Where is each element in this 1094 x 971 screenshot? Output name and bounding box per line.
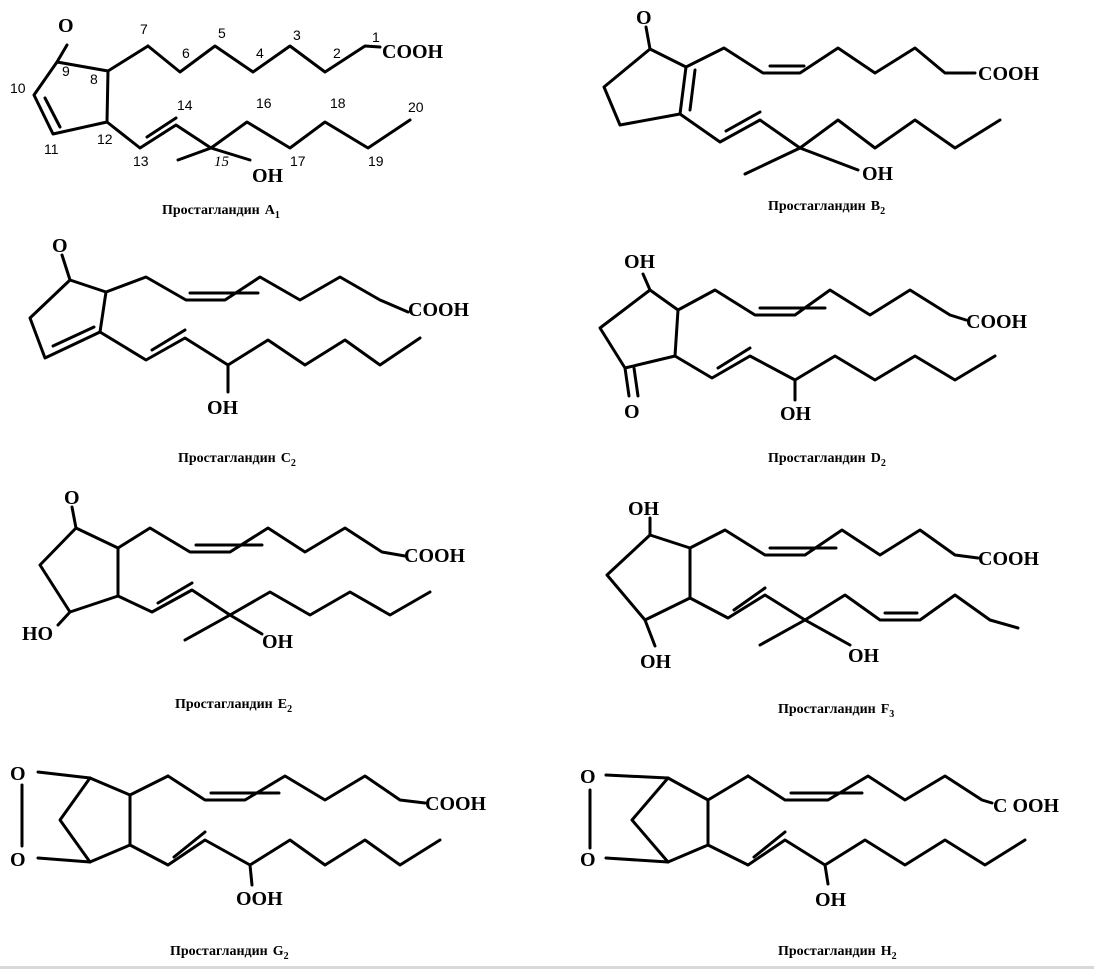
- atom-o: O: [580, 766, 596, 788]
- locant-12: 12: [97, 131, 113, 147]
- atom-ho: HO: [22, 623, 53, 645]
- locant-4: 4: [256, 45, 264, 61]
- locant-6: 6: [182, 45, 190, 61]
- locant-7: 7: [140, 21, 148, 37]
- atom-ooh: OOH: [236, 888, 283, 910]
- atom-o: O: [580, 849, 596, 871]
- atom-cooh: COOH: [978, 63, 1040, 85]
- locant-9: 9: [62, 63, 70, 79]
- locant-19: 19: [368, 153, 384, 169]
- atom-oh: OH: [848, 645, 880, 667]
- locant-15: 15: [214, 154, 230, 170]
- bottom-edge-strip: [0, 966, 1094, 969]
- locant-8: 8: [90, 71, 98, 87]
- atom-o: O: [64, 487, 80, 509]
- atom-o: O: [636, 7, 652, 29]
- atom-oh: OH: [252, 165, 284, 187]
- atom-o: O: [624, 401, 640, 423]
- atom-oh: OH: [640, 651, 672, 673]
- atom-cooh: COOH: [425, 793, 487, 815]
- atom-oh: OH: [624, 251, 656, 273]
- atom-oh: OH: [628, 498, 660, 520]
- atom-cooh: COOH: [408, 299, 470, 321]
- atom-oh: OH: [862, 163, 894, 185]
- atom-o: O: [10, 849, 26, 871]
- locant-1: 1: [372, 29, 380, 45]
- locant-3: 3: [293, 27, 301, 43]
- locant-10: 10: [10, 80, 26, 96]
- atom-cooh: COOH: [966, 311, 1028, 333]
- atom-o: O: [58, 15, 74, 37]
- atom-oh: OH: [262, 631, 294, 653]
- atom-o: O: [10, 763, 26, 785]
- locant-11: 11: [44, 141, 59, 157]
- atom-oh: OH: [815, 889, 847, 911]
- locant-2: 2: [333, 45, 341, 61]
- atom-o: O: [52, 235, 68, 257]
- atom-cooh: COOH: [382, 41, 444, 63]
- locant-16: 16: [256, 95, 272, 111]
- locant-5: 5: [218, 25, 226, 41]
- locant-13: 13: [133, 153, 149, 169]
- locant-14: 14: [177, 97, 193, 113]
- locant-20: 20: [408, 99, 424, 115]
- atom-cooh: COOH: [404, 545, 466, 567]
- atom-cooh: C OOH: [993, 795, 1060, 817]
- locant-17: 17: [290, 153, 306, 169]
- structure-prostaglandin-a1: O COOH OH 1 2 3 4 5 6 7 8 9 10 11 12 13 …: [10, 15, 444, 221]
- locant-18: 18: [330, 95, 346, 111]
- atom-oh: OH: [207, 397, 239, 419]
- atom-oh: OH: [780, 403, 812, 425]
- atom-cooh: COOH: [978, 548, 1040, 570]
